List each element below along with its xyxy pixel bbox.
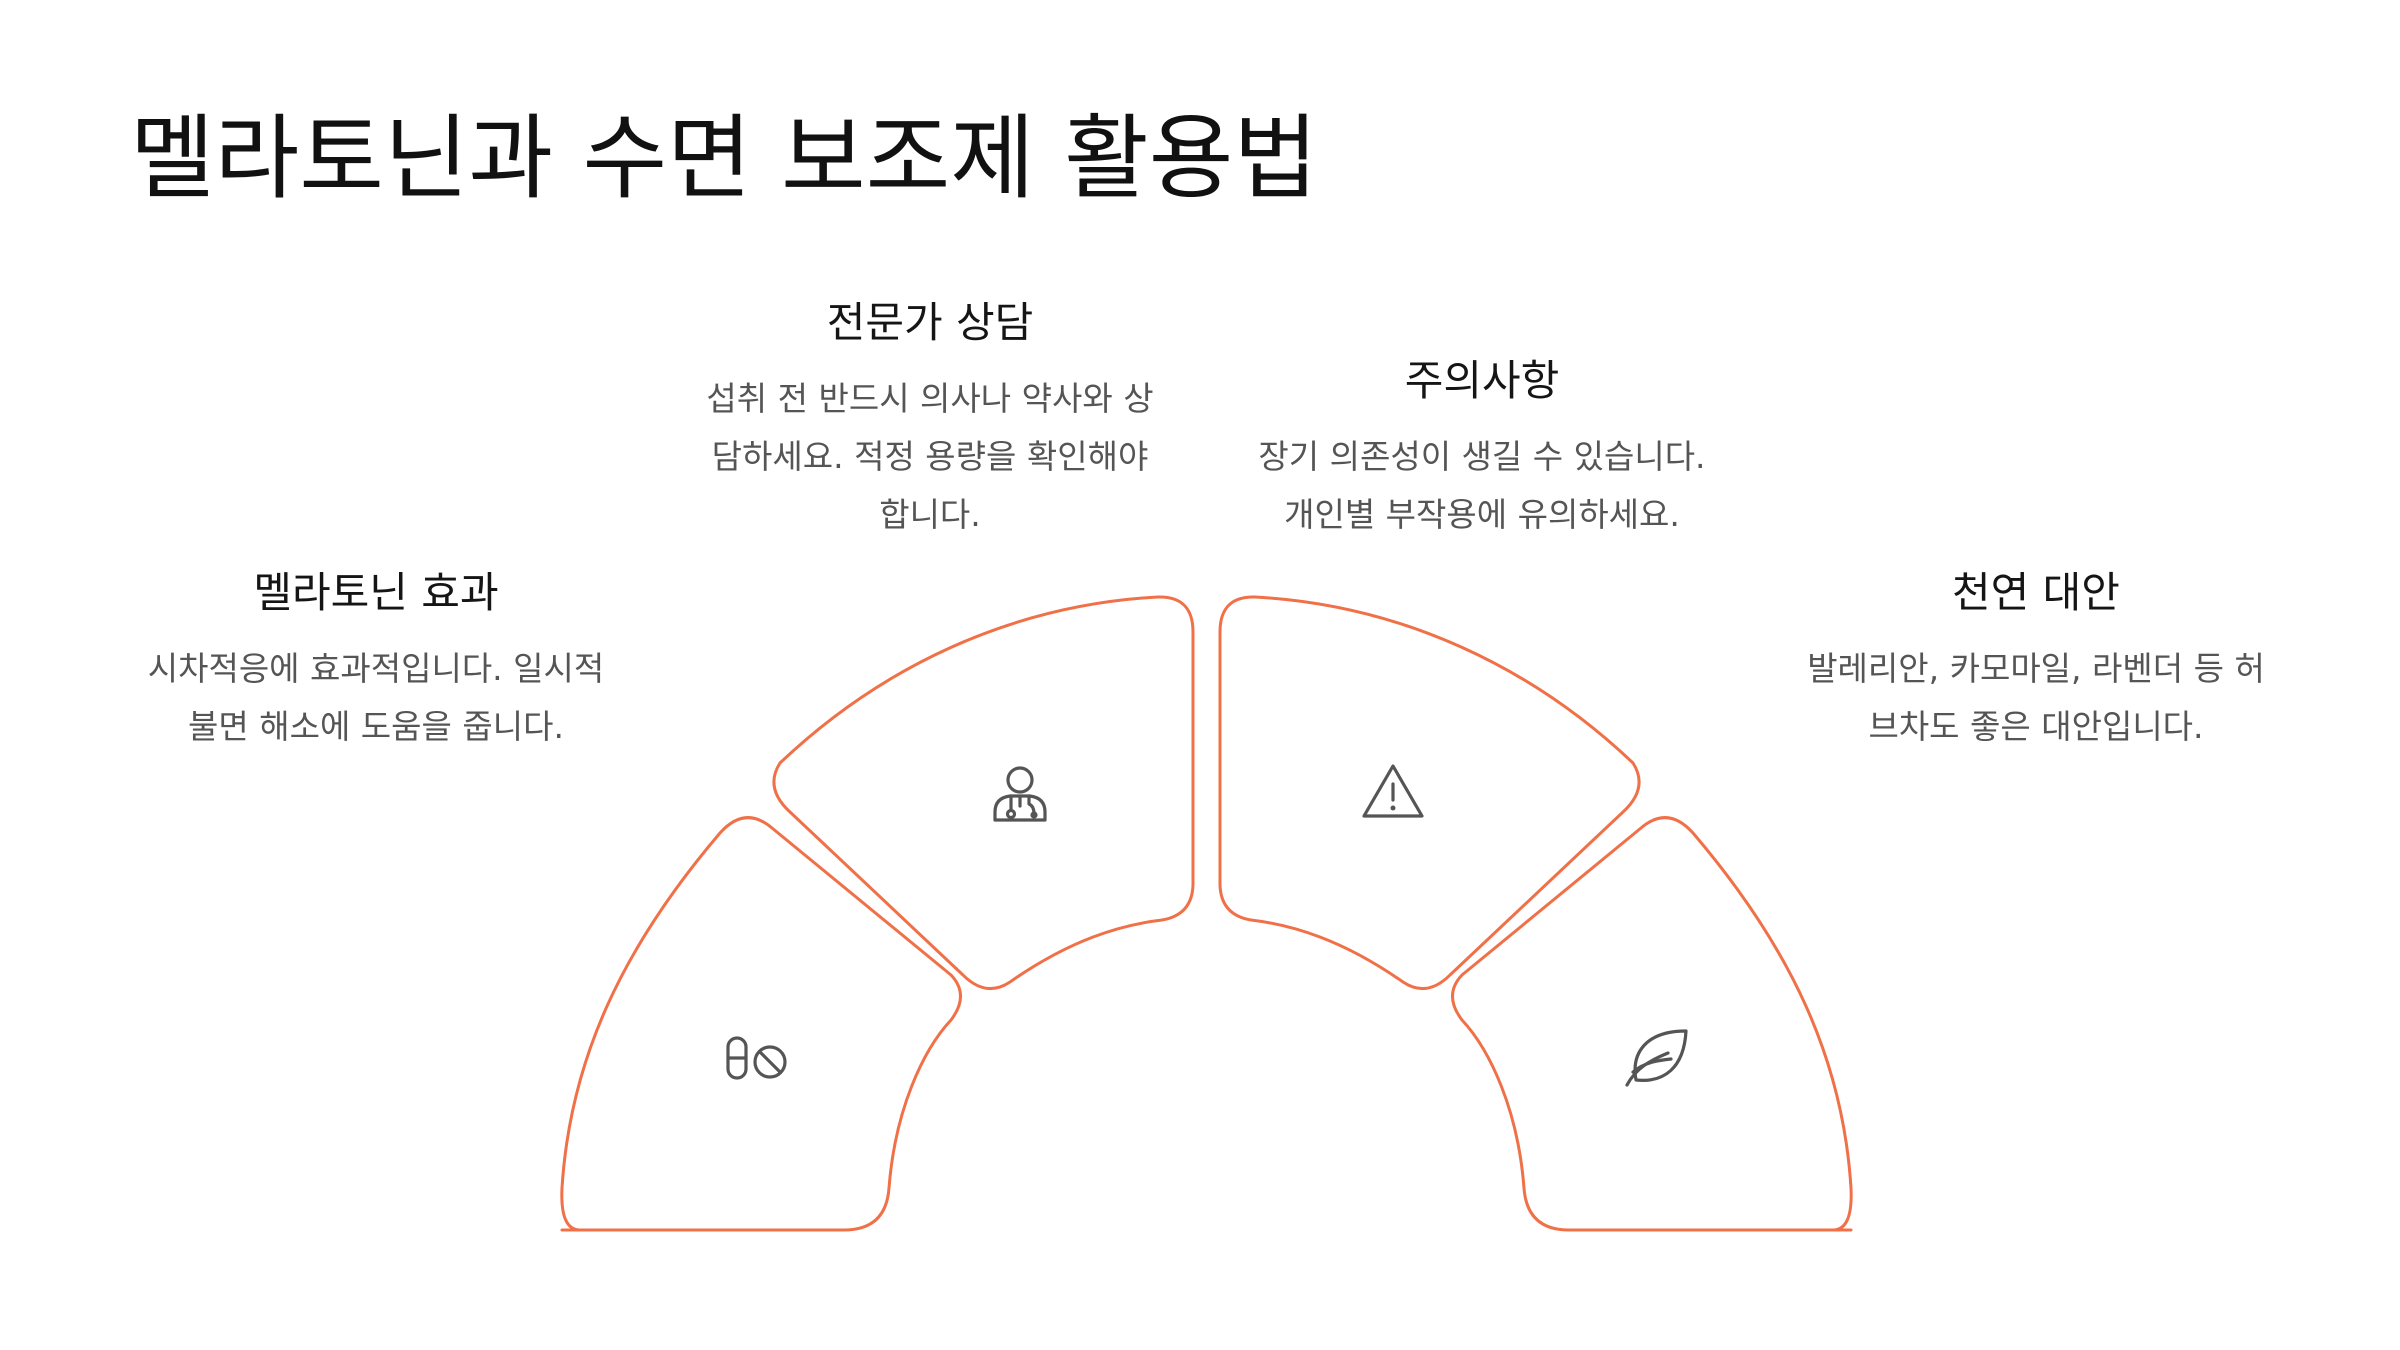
arc-segment-cautions — [1218, 595, 1641, 991]
segment-heading: 멜라토닌 효과 — [253, 568, 499, 617]
doctor-icon — [993, 766, 1047, 822]
segment-description: 시차적응에 효과적입니다. 일시적 불면 해소에 도움을 줍니다. — [106, 640, 646, 756]
description-line: 브차도 좋은 대안입니다. — [1868, 707, 2204, 747]
segment-text-cautions: 주의사항 장기 의존성이 생길 수 있습니다. 개인별 부작용에 유의하세요. — [1222, 356, 1742, 544]
segment-heading: 주의사항 — [1404, 356, 1560, 405]
description-line: 담하세요. 적정 용량을 확인해야 — [711, 437, 1149, 477]
arc-segment-expert-consult — [772, 595, 1195, 991]
segment-text-expert-consult: 전문가 상담 섭취 전 반드시 의사나 약사와 상 담하세요. 적정 용량을 확… — [680, 298, 1180, 544]
description-line: 섭취 전 반드시 의사나 약사와 상 — [706, 379, 1154, 419]
segment-description: 장기 의존성이 생길 수 있습니다. 개인별 부작용에 유의하세요. — [1222, 428, 1742, 544]
description-line: 개인별 부작용에 유의하세요. — [1284, 495, 1680, 535]
segment-text-natural-alternatives: 천연 대안 발레리안, 카모마일, 라벤더 등 허 브차도 좋은 대안입니다. — [1776, 568, 2296, 756]
segment-text-melatonin-effect: 멜라토닌 효과 시차적응에 효과적입니다. 일시적 불면 해소에 도움을 줍니다… — [106, 568, 646, 756]
warning-triangle-icon — [1362, 764, 1424, 818]
description-line: 불면 해소에 도움을 줍니다. — [188, 707, 564, 747]
description-line: 합니다. — [879, 495, 981, 535]
segment-description: 섭취 전 반드시 의사나 약사와 상 담하세요. 적정 용량을 확인해야 합니다… — [680, 370, 1180, 544]
arc-segment-natural-alternatives — [1451, 816, 1853, 1232]
arc-segment-melatonin-effect — [560, 816, 962, 1232]
page-title: 멜라토닌과 수면 보조제 활용법 — [130, 105, 1319, 212]
pill-no-icon — [726, 1036, 787, 1080]
leaf-icon — [1625, 1029, 1688, 1087]
description-line: 시차적응에 효과적입니다. 일시적 — [147, 649, 605, 689]
segment-heading: 전문가 상담 — [826, 298, 1034, 347]
description-line: 장기 의존성이 생길 수 있습니다. — [1258, 437, 1706, 477]
segment-heading: 천연 대안 — [1952, 568, 2120, 617]
description-line: 발레리안, 카모마일, 라벤더 등 허 — [1807, 649, 2265, 689]
segment-description: 발레리안, 카모마일, 라벤더 등 허 브차도 좋은 대안입니다. — [1776, 640, 2296, 756]
